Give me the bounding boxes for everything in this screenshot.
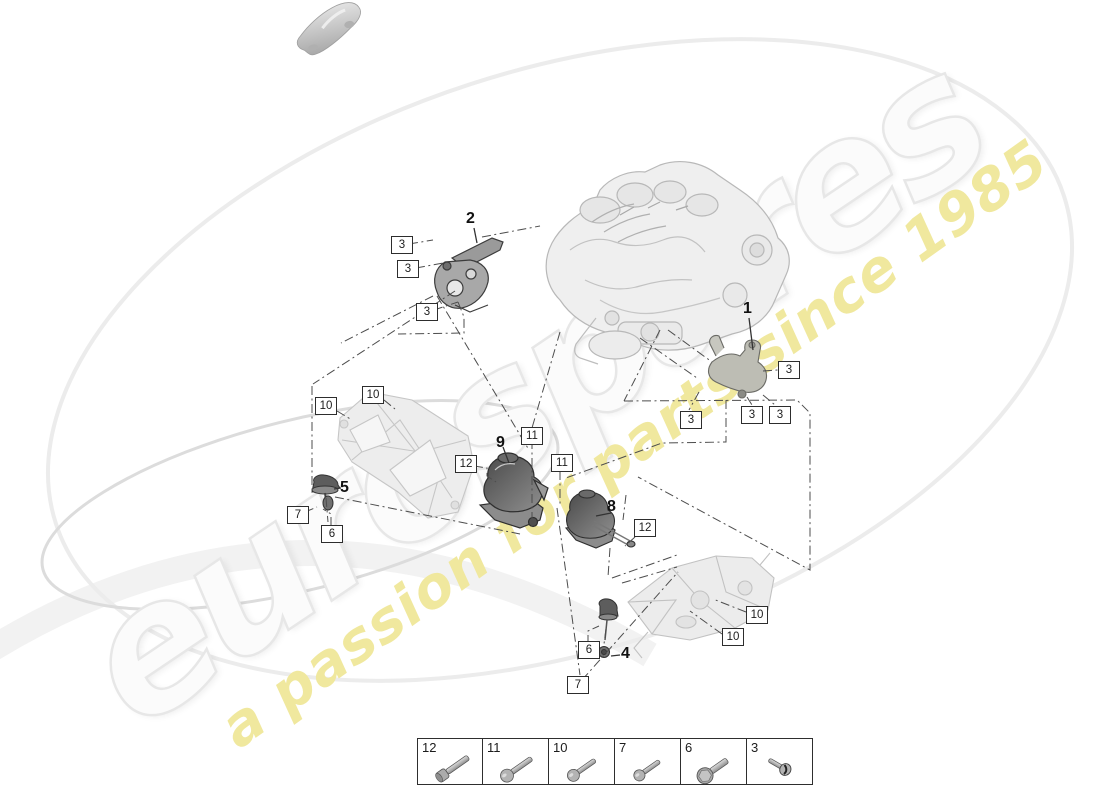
callout-box-10[interactable]: 10 <box>362 386 384 404</box>
callout-box-3[interactable]: 3 <box>778 361 800 379</box>
legend-number: 3 <box>751 740 759 755</box>
item-number-8[interactable]: 8 <box>607 498 616 515</box>
part-9-engine-mount[interactable] <box>478 452 549 529</box>
callout-box-10[interactable]: 10 <box>315 397 337 415</box>
item-number-1[interactable]: 1 <box>743 300 752 317</box>
callout-box-3[interactable]: 3 <box>397 260 419 278</box>
part-4-mounting-stop[interactable] <box>598 598 619 658</box>
legend-number: 11 <box>487 740 501 755</box>
legend-number: 7 <box>619 740 627 755</box>
part-8-engine-mount[interactable] <box>564 489 636 549</box>
callout-box-3[interactable]: 3 <box>391 236 413 254</box>
callout-box-10[interactable]: 10 <box>722 628 744 646</box>
callout-box-11[interactable]: 11 <box>551 454 573 472</box>
car-silhouette-icon <box>296 2 361 56</box>
callout-box-12[interactable]: 12 <box>455 455 477 473</box>
item-number-4[interactable]: 4 <box>621 645 630 662</box>
pan-head-bolt-icon <box>555 745 611 785</box>
legend-cell-12[interactable]: 12 <box>417 738 483 785</box>
callout-box-10[interactable]: 10 <box>746 606 768 624</box>
pan-head-bolt-icon <box>489 745 545 785</box>
item-number-2[interactable]: 2 <box>466 210 475 227</box>
legend-cell-7[interactable]: 7 <box>615 738 681 785</box>
socket-head-bolt-icon <box>424 745 480 785</box>
legend-cell-3[interactable]: 3 <box>747 738 813 785</box>
callout-box-3[interactable]: 3 <box>680 411 702 429</box>
item-number-9[interactable]: 9 <box>496 434 505 451</box>
self-tapping-screw-icon <box>753 745 809 785</box>
solid-leader-lines <box>333 227 754 657</box>
callout-box-7[interactable]: 7 <box>567 676 589 694</box>
rear-subframe-sketch <box>627 552 775 659</box>
legend-cell-10[interactable]: 10 <box>549 738 615 785</box>
callout-box-11[interactable]: 11 <box>521 427 543 445</box>
flanged-hex-bolt-icon <box>687 745 743 785</box>
callout-box-7[interactable]: 7 <box>287 506 309 524</box>
callout-box-3[interactable]: 3 <box>769 406 791 424</box>
legend-number: 6 <box>685 740 693 755</box>
legend-cell-6[interactable]: 6 <box>681 738 747 785</box>
part-5-mounting-stop[interactable] <box>311 474 341 511</box>
legend-cell-11[interactable]: 11 <box>483 738 549 785</box>
leader-lines <box>304 225 811 681</box>
callout-box-12[interactable]: 12 <box>634 519 656 537</box>
part-1-engine-support-bracket[interactable] <box>707 334 768 399</box>
legend-number: 12 <box>422 740 437 755</box>
fastener-legend-table: 12 11 10 <box>417 738 813 785</box>
front-crossmember-sketch <box>337 391 475 519</box>
pan-head-bolt-icon <box>621 745 677 785</box>
part-2-engine-support-bracket[interactable] <box>434 237 504 313</box>
legend-number: 10 <box>553 740 568 755</box>
item-number-5[interactable]: 5 <box>340 479 349 496</box>
callout-box-6[interactable]: 6 <box>578 641 600 659</box>
callout-box-3[interactable]: 3 <box>416 303 438 321</box>
callout-box-6[interactable]: 6 <box>321 525 343 543</box>
callout-box-3[interactable]: 3 <box>741 406 763 424</box>
engine-assembly-sketch <box>545 160 790 365</box>
